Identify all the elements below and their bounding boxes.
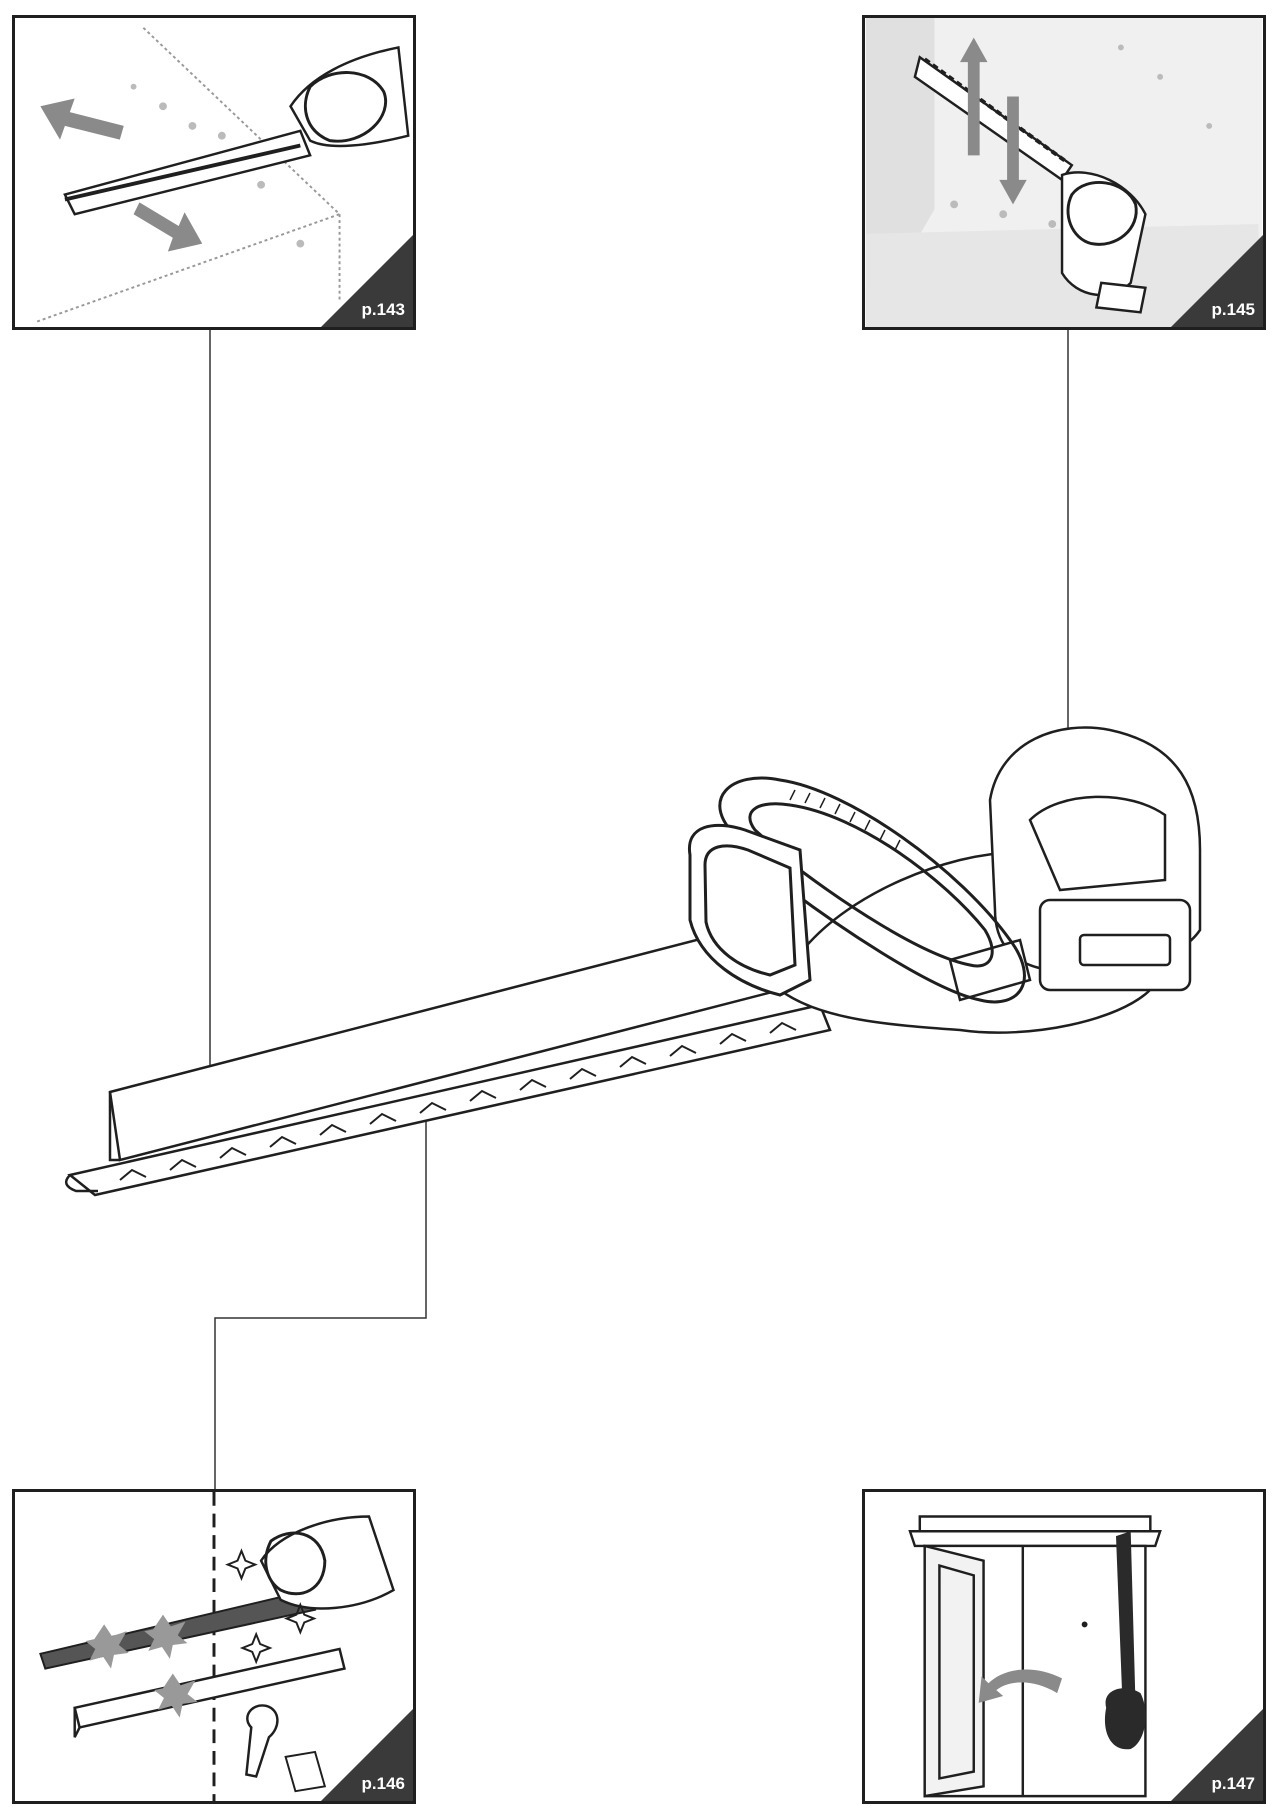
panel-cleaning: p.146 [12,1489,416,1804]
page-ref-badge [1171,235,1263,327]
handle-grip-ridges [789,789,901,851]
anchor-blade [421,1104,432,1115]
anchor-blade-cover [206,1101,214,1109]
page-ref-label[interactable]: p.146 [361,1774,405,1793]
page-ref-label[interactable]: p.145 [1211,300,1255,319]
anchor-handle [1064,757,1072,765]
page-ref-badge [321,235,413,327]
trimmer-body [778,726,1202,1034]
hedge-cutting-vertical-illustration [865,18,1263,327]
page-ref-label[interactable]: p.147 [1211,1774,1255,1793]
page-ref-badge [321,1709,413,1801]
leader-lines [209,330,1069,1492]
front-handle [688,776,1026,1004]
page-ref-label[interactable]: p.143 [361,300,405,319]
page-ref-badge [1171,1709,1263,1801]
panel-horizontal-cutting: p.143 [12,15,416,330]
storage-cabinet-illustration [908,1515,1162,1798]
cleaning-illustration [39,1492,395,1801]
hedge-cutting-horizontal-illustration [35,27,410,324]
blade-cover [108,928,783,1162]
panel-vertical-cutting: p.145 [862,15,1266,330]
panel-storage: p.147 [862,1489,1266,1804]
cutting-blade [64,1003,832,1197]
